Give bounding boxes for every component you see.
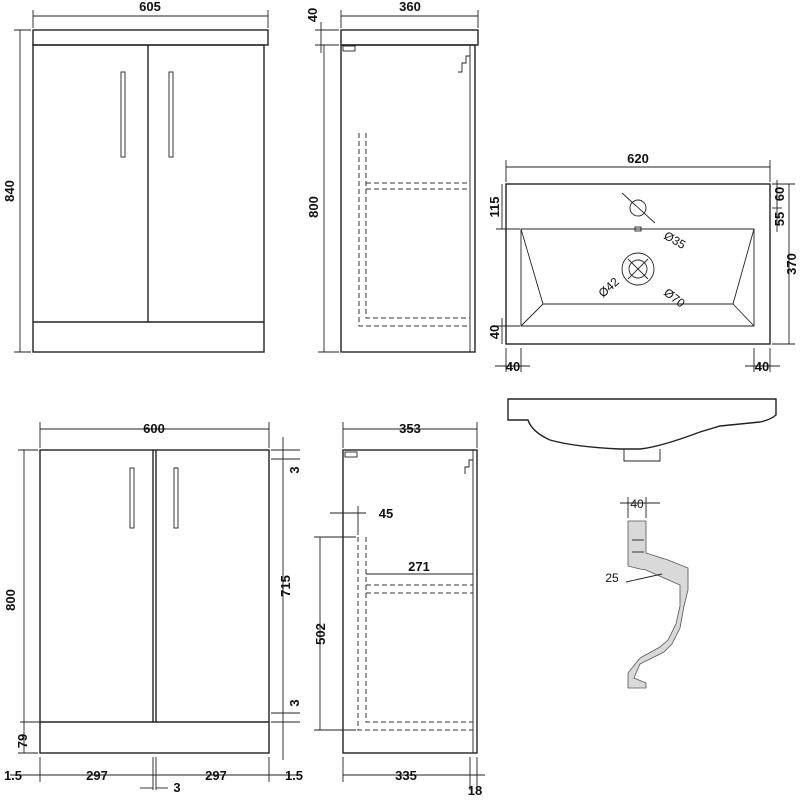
front-handle-left	[129, 467, 135, 529]
dim-label: 55	[772, 212, 787, 226]
top-front-view	[32, 29, 269, 353]
dim-label: 335	[395, 768, 417, 783]
basin-profile	[507, 398, 777, 462]
top-side-view	[340, 29, 479, 353]
side-body	[340, 44, 476, 353]
dim-top-width: 605	[32, 0, 269, 28]
basin-outline	[505, 183, 771, 345]
waste-outer	[621, 252, 655, 286]
dim-label: 360	[399, 0, 421, 14]
dim-label: 297	[86, 768, 108, 783]
bside-body	[342, 449, 478, 754]
basin-section	[627, 520, 689, 689]
basin-plan	[505, 183, 771, 345]
dim-side-height: 800	[306, 45, 339, 353]
dim-label: 3	[287, 699, 302, 706]
dim-label: 605	[139, 0, 161, 14]
dim-label: 45	[379, 506, 393, 521]
dim-front-width: 600	[39, 421, 270, 448]
dim-label: 115	[487, 197, 502, 218]
dim-label: 800	[3, 589, 18, 611]
dim-label: 40	[487, 325, 502, 339]
dim-basin-width: 620	[505, 151, 771, 182]
dim-basin-bottom: 40	[487, 318, 520, 344]
dim-label: 370	[784, 253, 799, 275]
dim-label: 60	[772, 187, 787, 201]
dim-label: 40	[755, 359, 769, 374]
dim-label: 353	[399, 421, 421, 436]
side-countertop	[340, 29, 479, 46]
label-waste-inner: Ø42	[596, 274, 622, 300]
tap-hole	[629, 199, 647, 217]
dim-front-height: 800	[3, 449, 38, 754]
handle-right	[168, 71, 174, 158]
dim-label: 18	[468, 783, 482, 798]
dim-label: 40	[630, 497, 644, 511]
dim-label: 620	[627, 151, 649, 166]
front-body	[39, 449, 270, 754]
dim-front-plinth: 79	[15, 721, 41, 753]
dim-label: 271	[408, 559, 430, 574]
label-waste-outer: Ø70	[661, 285, 688, 310]
bside-label-plate	[344, 451, 358, 458]
dim-top-thickness: 40	[305, 8, 339, 53]
dim-label: 79	[15, 734, 30, 748]
bottom-front-view	[39, 449, 270, 754]
dim-bside-shelf-height: 502	[313, 536, 356, 731]
bottom-side-view	[342, 449, 478, 754]
dim-front-bottom: 1.5 297 3 297 1.5	[4, 757, 303, 795]
front-handle-right	[173, 467, 179, 529]
dim-basin-tap: 115	[487, 184, 520, 230]
dim-label: 40	[506, 359, 520, 374]
label-hole-dia: Ø35	[662, 228, 689, 252]
dim-label: 600	[143, 421, 165, 436]
dim-label: 3	[287, 466, 302, 473]
dim-front-right: 3 715 3	[271, 437, 302, 760]
section-profile	[627, 520, 689, 689]
dim-label: 25	[605, 571, 619, 585]
dim-bside-shelf: 271	[366, 559, 473, 575]
countertop	[32, 29, 269, 46]
dim-section: 40 25	[605, 497, 663, 585]
dim-basin-height: 370	[772, 183, 799, 345]
dim-label: 40	[305, 8, 320, 22]
dim-bside-depth: 353	[342, 421, 478, 448]
label-plate	[342, 45, 356, 52]
dim-side-depth: 360	[340, 0, 479, 28]
dim-label: 800	[306, 196, 321, 218]
bowl-outer	[520, 228, 755, 327]
dim-label: 840	[2, 180, 17, 202]
dim-label: 715	[278, 575, 293, 597]
dim-label: 3	[173, 780, 180, 795]
dim-label: 297	[205, 768, 227, 783]
dim-basin-margins: 40 40	[495, 348, 780, 374]
dim-label: 502	[313, 623, 328, 645]
dim-basin-right: 60 55	[772, 180, 787, 232]
waste-inner	[628, 259, 648, 279]
dim-label: 1.5	[4, 768, 22, 783]
dim-bside-offset: 45	[330, 506, 393, 535]
dim-top-height: 840	[2, 29, 31, 353]
dim-label: 1.5	[285, 768, 303, 783]
handle-left	[120, 71, 126, 158]
dim-bside-bottom: 335 18	[342, 757, 485, 798]
